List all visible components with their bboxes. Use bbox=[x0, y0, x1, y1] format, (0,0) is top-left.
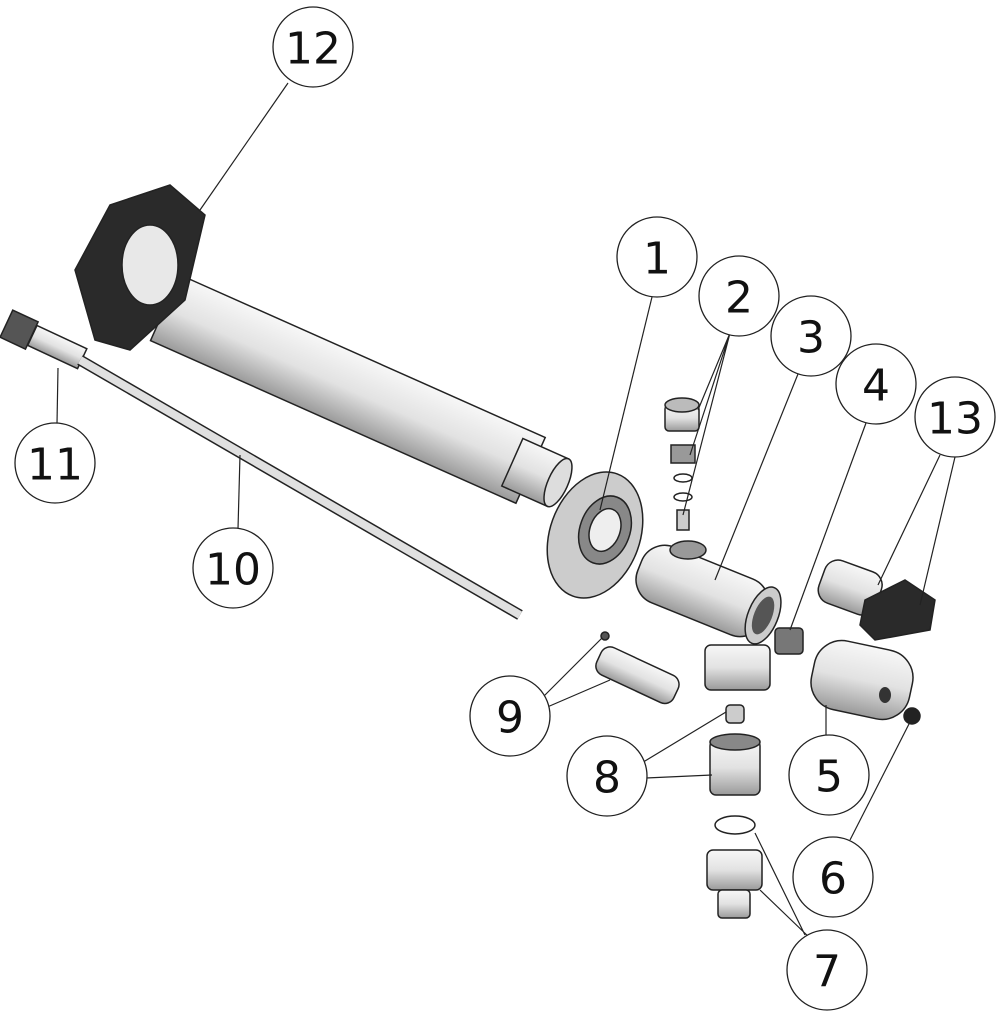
callout-circle bbox=[698, 255, 780, 337]
callout-label: 13 bbox=[927, 394, 983, 445]
callout-2: 2 bbox=[698, 255, 780, 337]
callout-circle bbox=[272, 6, 354, 88]
callout-5: 5 bbox=[788, 734, 870, 816]
callout-circle bbox=[914, 376, 996, 458]
part-5-cover bbox=[810, 639, 914, 721]
callout-label: 10 bbox=[205, 545, 261, 596]
callout-6: 6 bbox=[792, 836, 874, 918]
part-6-seal bbox=[903, 707, 921, 725]
callout-9: 9 bbox=[469, 675, 551, 757]
part-9-cartridge bbox=[595, 631, 680, 705]
callout-label: 8 bbox=[593, 753, 621, 804]
callout-label: 2 bbox=[725, 273, 753, 324]
callout-3: 3 bbox=[770, 295, 852, 377]
callout-circle bbox=[14, 422, 96, 504]
callout-label: 1 bbox=[643, 234, 671, 285]
callout-label: 6 bbox=[819, 854, 847, 905]
callout-label: 3 bbox=[797, 313, 825, 364]
callout-circle bbox=[469, 675, 551, 757]
callout-circle bbox=[770, 295, 852, 377]
callout-4: 4 bbox=[835, 343, 917, 425]
callout-label: 5 bbox=[815, 752, 843, 803]
part-7-hose-connector bbox=[706, 815, 763, 919]
callout-label: 11 bbox=[27, 440, 83, 491]
callout-11: 11 bbox=[14, 422, 96, 504]
callout-8: 8 bbox=[566, 735, 648, 817]
callout-13: 13 bbox=[914, 376, 996, 458]
part-4-insert bbox=[774, 627, 804, 655]
callout-label: 7 bbox=[813, 947, 841, 998]
callout-10: 10 bbox=[192, 527, 274, 609]
callout-1: 1 bbox=[616, 216, 698, 298]
part-10-11-spindle-rod bbox=[0, 309, 523, 620]
leader-lines bbox=[56, 82, 956, 941]
callout-label: 9 bbox=[496, 693, 524, 744]
part-12-wall-tube bbox=[74, 184, 573, 508]
part-13-handle bbox=[817, 559, 936, 641]
part-1-rosette bbox=[546, 471, 644, 599]
callout-circle bbox=[786, 929, 868, 1011]
callout-circle bbox=[566, 735, 648, 817]
part-3-valve-body bbox=[635, 540, 782, 691]
part-8-backflow bbox=[709, 704, 761, 796]
callout-circle bbox=[616, 216, 698, 298]
callout-circle bbox=[835, 343, 917, 425]
part-2-cap-set bbox=[664, 397, 700, 531]
callout-12: 12 bbox=[272, 6, 354, 88]
callout-7: 7 bbox=[786, 929, 868, 1011]
callout-circle bbox=[788, 734, 870, 816]
callout-label: 12 bbox=[285, 24, 341, 75]
callout-circle bbox=[192, 527, 274, 609]
callout-circle bbox=[792, 836, 874, 918]
callout-label: 4 bbox=[862, 361, 890, 412]
